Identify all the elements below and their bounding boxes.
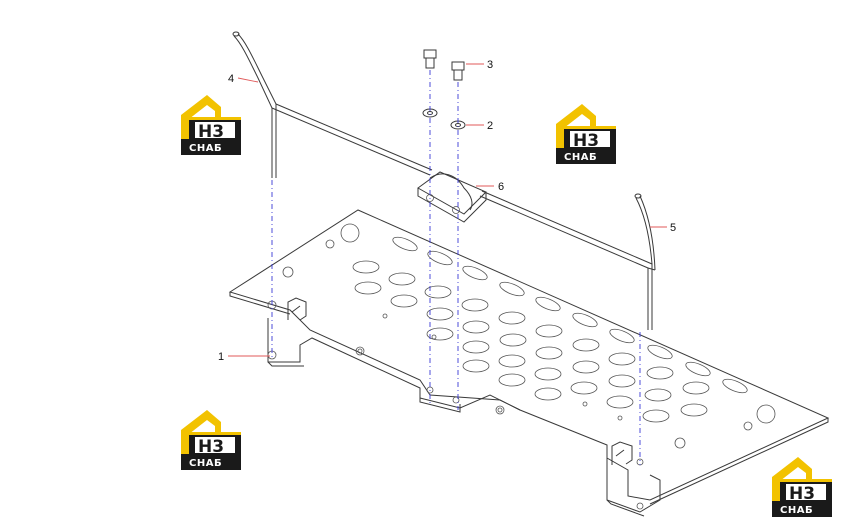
bolts xyxy=(423,49,465,81)
callout-5: 5 xyxy=(670,222,676,234)
callout-2: 2 xyxy=(487,120,493,132)
assembly-lines xyxy=(271,70,641,465)
watermark-logo-top-right: H3 СНАБ xyxy=(556,104,616,164)
callout-6: 6 xyxy=(498,181,504,193)
house-roof-icon xyxy=(772,457,812,501)
svg-text:H3: H3 xyxy=(789,484,815,504)
svg-text:СНАБ: СНАБ xyxy=(780,505,813,516)
svg-text:СНАБ: СНАБ xyxy=(189,458,222,469)
svg-text:СНАБ: СНАБ xyxy=(564,152,597,163)
callout-3: 3 xyxy=(487,59,493,71)
clamp-plate xyxy=(417,171,487,223)
callout-4: 4 xyxy=(228,73,234,85)
watermark-logo-bottom-right: H3 СНАБ xyxy=(772,457,832,517)
svg-text:H3: H3 xyxy=(573,131,599,151)
washers xyxy=(422,108,466,130)
leader-lines xyxy=(228,63,667,357)
support-rod xyxy=(232,31,656,330)
svg-text:СНАБ: СНАБ xyxy=(189,143,222,154)
svg-text:H3: H3 xyxy=(198,437,224,457)
callout-labels: 1 2 3 4 5 6 xyxy=(218,59,676,363)
house-roof-icon xyxy=(181,95,221,139)
watermark-logo-top-left: H3 СНАБ xyxy=(181,95,241,155)
svg-text:H3: H3 xyxy=(198,122,224,142)
perforation-slots xyxy=(267,223,776,510)
callout-1: 1 xyxy=(218,351,224,363)
house-roof-icon xyxy=(556,104,596,148)
house-roof-icon xyxy=(181,410,221,454)
base-plate xyxy=(228,209,830,517)
watermark-logo-bottom-left: H3 СНАБ xyxy=(181,410,241,470)
